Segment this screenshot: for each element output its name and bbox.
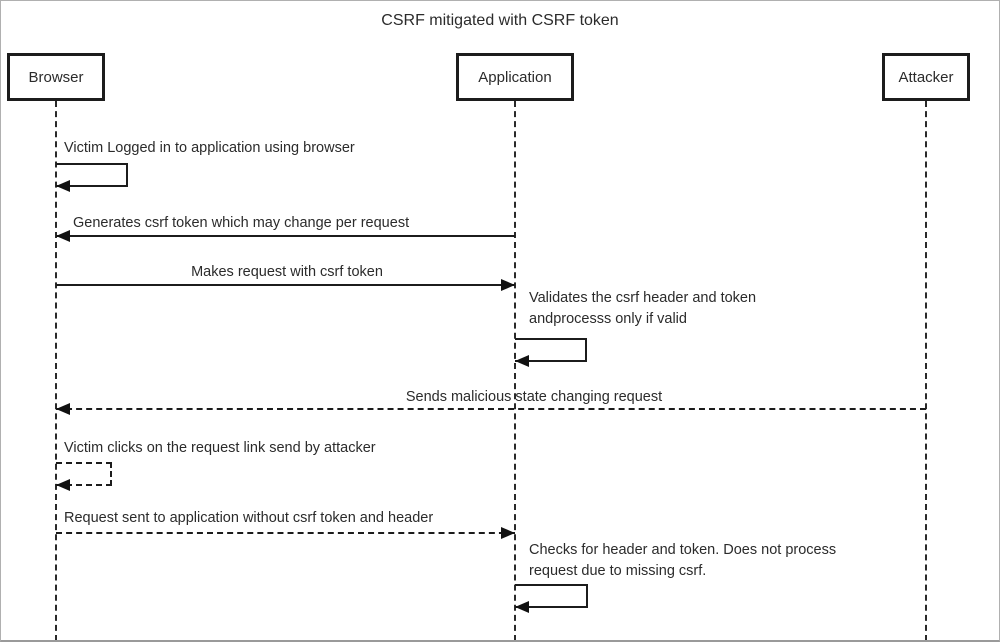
diagram-title: CSRF mitigated with CSRF token [381, 12, 619, 29]
note-text: Checks for header and token. Does not pr… [529, 542, 837, 579]
arrowhead-icon [501, 279, 515, 291]
message-line [56, 532, 515, 534]
actor-label-browser: Browser [28, 68, 84, 86]
message-line [56, 408, 926, 410]
arrowhead-icon [56, 230, 70, 242]
arrowhead-icon [515, 601, 529, 613]
arrowhead-icon [56, 403, 70, 415]
arrowhead-icon [515, 355, 529, 367]
self-loop [515, 338, 587, 362]
actor-box-application: Application [456, 53, 574, 101]
message-label: Sends malicious state changing request [405, 389, 663, 405]
self-loop [56, 462, 112, 486]
self-loop [56, 163, 128, 187]
lifeline-application [514, 101, 516, 640]
message-line [56, 284, 515, 286]
arrowhead-icon [56, 180, 70, 192]
message-label: Victim clicks on the request link send b… [64, 440, 376, 456]
message-line [56, 235, 515, 237]
message-label: Victim Logged in to application using br… [64, 140, 355, 156]
arrowhead-icon [56, 479, 70, 491]
message-label: Generates csrf token which may change pe… [73, 215, 410, 231]
self-loop [515, 584, 588, 608]
arrowhead-icon [501, 527, 515, 539]
actor-label-attacker: Attacker [898, 68, 954, 86]
actor-label-application: Application [478, 68, 552, 86]
message-label: Request sent to application without csrf… [64, 510, 434, 526]
actor-box-browser: Browser [7, 53, 105, 101]
note-text: Validates the csrf header and token andp… [529, 290, 757, 327]
message-label: Makes request with csrf token [191, 264, 383, 280]
lifeline-attacker [925, 101, 927, 640]
actor-box-attacker: Attacker [882, 53, 970, 101]
lifeline-browser [55, 101, 57, 640]
